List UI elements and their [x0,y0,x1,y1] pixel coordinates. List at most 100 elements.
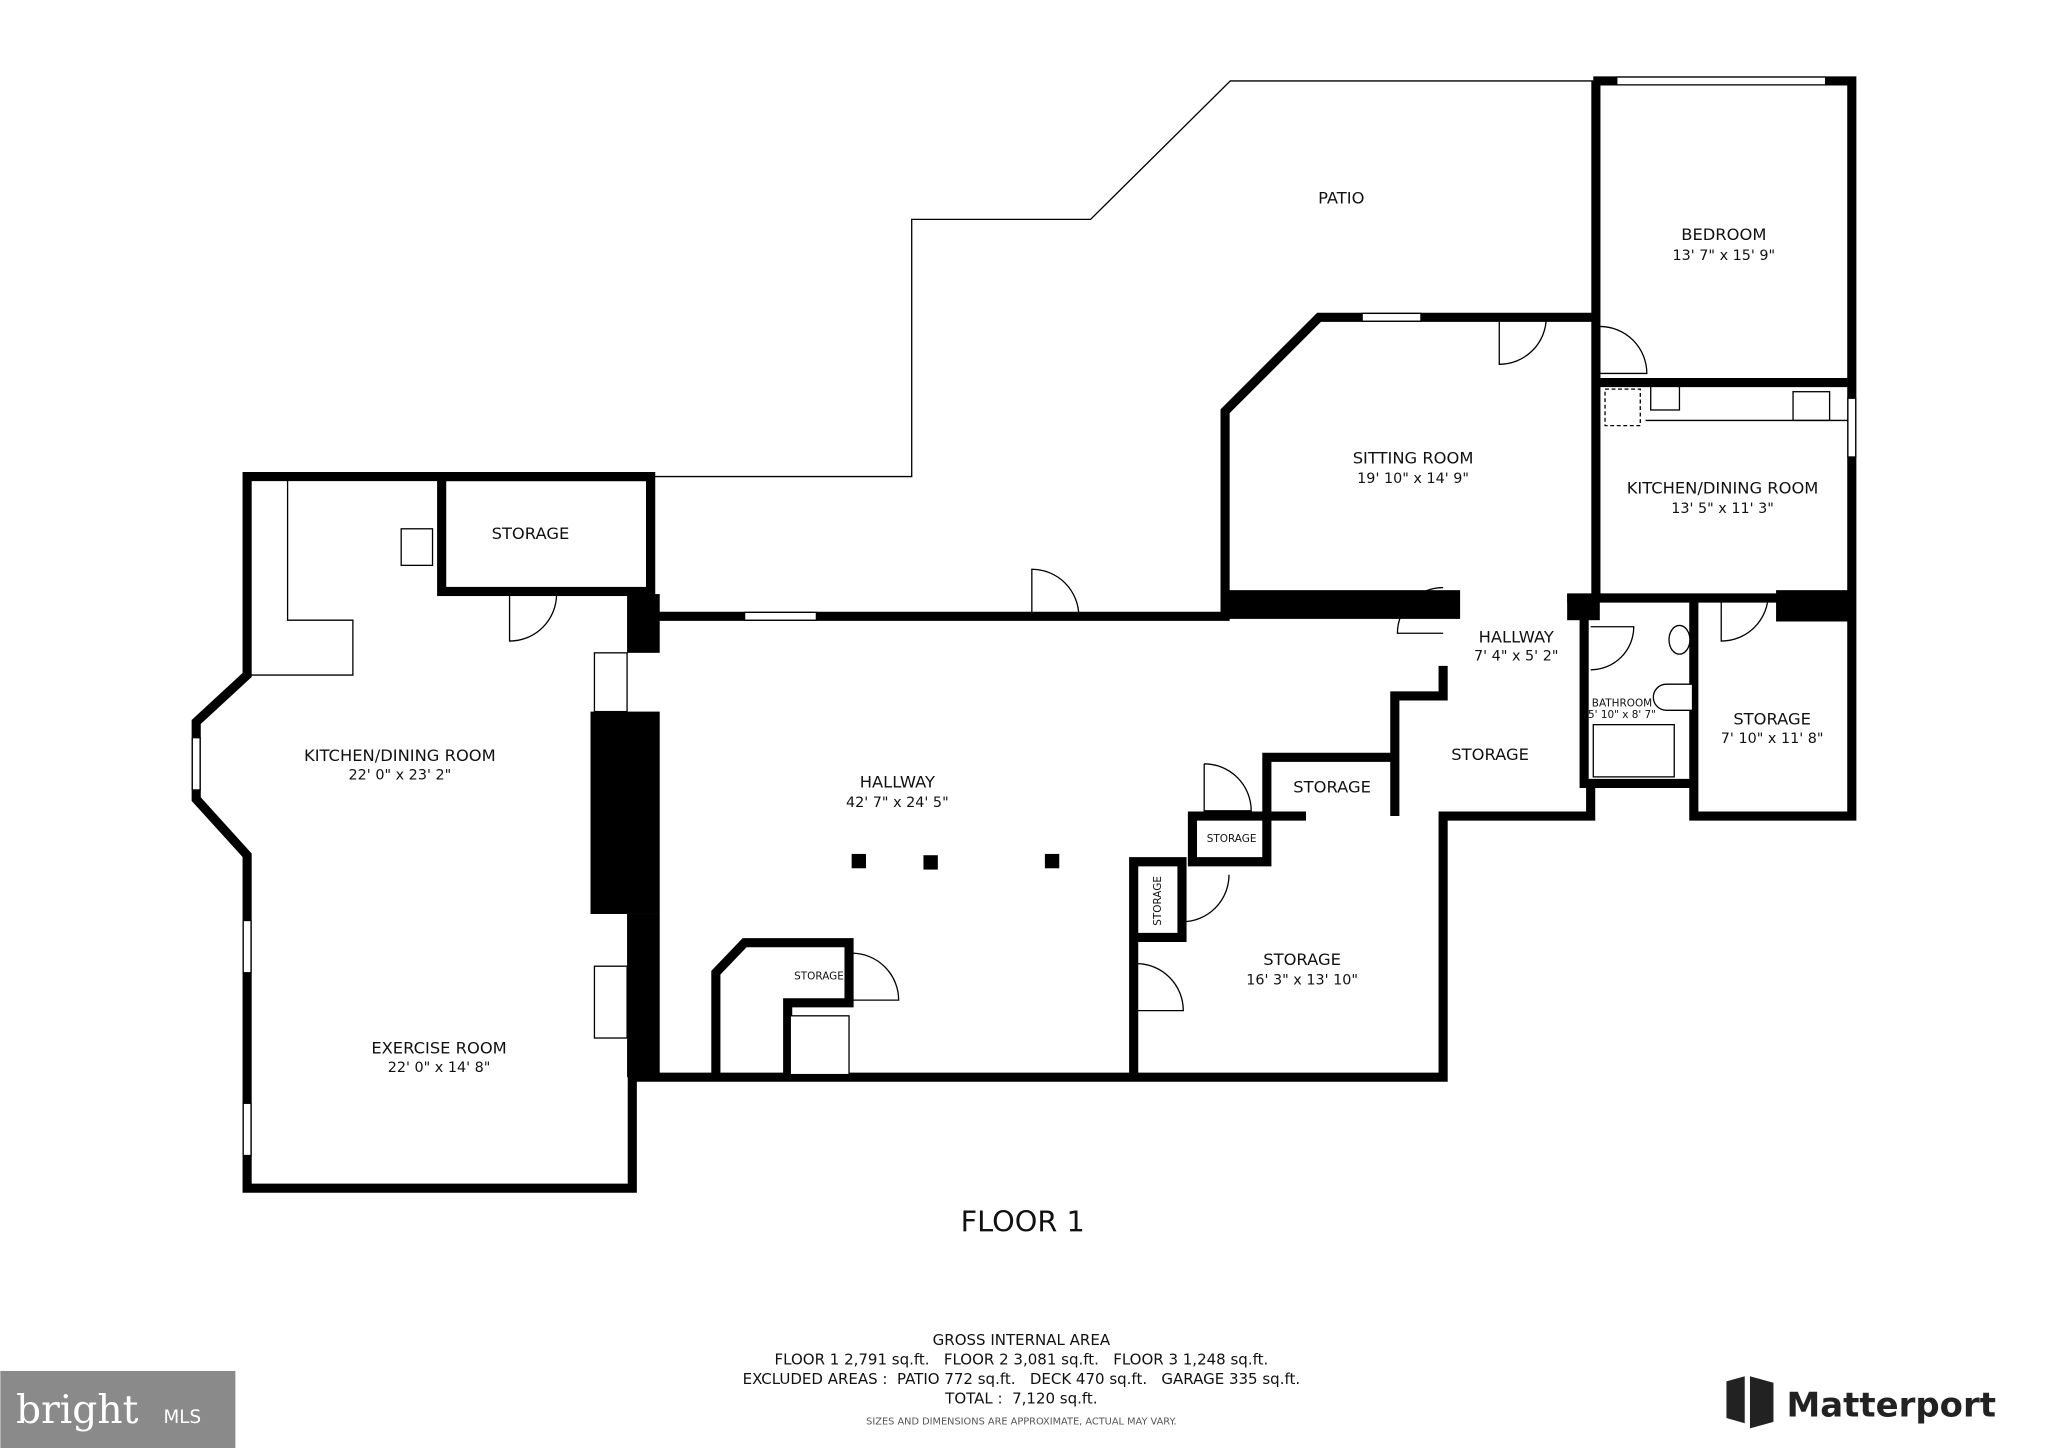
steps-icon [593,965,628,1039]
svg-text:22' 0" x 14' 8": 22' 0" x 14' 8" [388,1060,491,1076]
window [1847,397,1857,458]
area-summary: GROSS INTERNAL AREA FLOOR 1 2,791 sq.ft.… [743,1331,1301,1428]
svg-text:STORAGE: STORAGE [1152,876,1164,926]
steps-icon [593,652,628,713]
svg-text:bright: bright [16,1388,139,1433]
bright-mls-logo: bright MLS [0,1370,236,1448]
svg-text:22' 0" x 23' 2": 22' 0" x 23' 2" [349,767,452,783]
window [191,737,201,791]
svg-text:KITCHEN/DINING ROOM: KITCHEN/DINING ROOM [1627,479,1819,498]
svg-text:GROSS INTERNAL AREA: GROSS INTERNAL AREA [933,1331,1111,1349]
svg-text:STORAGE: STORAGE [1293,778,1371,797]
sink-icon [1792,391,1831,422]
window [1361,312,1422,322]
door[interactable] [1135,962,1184,1012]
svg-text:FLOOR 1 2,791 sq.ft. FLOOR 2: FLOOR 1 2,791 sq.ft. FLOOR 2 3,081 sq.ft… [775,1350,1269,1368]
svg-text:7' 4" x 5' 2": 7' 4" x 5' 2" [1474,649,1558,665]
door[interactable] [1203,763,1252,812]
patio-outline [650,80,1594,478]
svg-text:STORAGE: STORAGE [1207,833,1257,845]
svg-text:Matterport: Matterport [1787,1386,1996,1426]
svg-text:KITCHEN/DINING ROOM: KITCHEN/DINING ROOM [304,746,496,765]
column [851,853,867,869]
storage-walls [1262,752,1395,817]
wall-mass [627,594,660,653]
window [743,611,818,621]
room-label-storage: STORAGE [1451,745,1529,764]
room-label-patio: PATIO [1318,189,1364,208]
door[interactable] [1181,874,1230,923]
svg-text:42' 7" x 24' 5": 42' 7" x 24' 5" [846,795,949,811]
window [242,1102,252,1157]
wall-mass [627,913,660,1078]
svg-text:7' 10" x 11' 8": 7' 10" x 11' 8" [1721,731,1824,747]
storage-walls [1129,857,1187,1078]
room-label-kitchen-east: KITCHEN/DINING ROOM 13' 5" x 11' 3" [1627,479,1819,518]
room-label-hallway-small: HALLWAY 7' 4" x 5' 2" [1474,627,1558,664]
window [242,919,252,974]
door[interactable] [850,952,900,1001]
appliance-icon [1604,388,1641,427]
column [923,855,938,870]
storage-walls [1390,665,1448,817]
door[interactable] [508,594,558,642]
room-label-storage: STORAGE [1152,876,1164,926]
door[interactable] [1599,325,1648,375]
room-label-storage-large: STORAGE 16' 3" x 13' 10" [1246,950,1358,989]
room-label-sitting-room: SITTING ROOM 19' 10" x 14' 9" [1353,449,1474,488]
room-label-exercise-room: EXERCISE ROOM 22' 0" x 14' 8" [371,1039,506,1076]
svg-text:STORAGE: STORAGE [492,524,570,543]
sink-icon [400,528,434,567]
svg-text:19' 10" x 14' 9": 19' 10" x 14' 9" [1357,471,1469,487]
svg-text:HALLWAY: HALLWAY [860,772,935,791]
svg-text:13' 7" x 15' 9": 13' 7" x 15' 9" [1673,248,1776,264]
svg-text:STORAGE: STORAGE [1451,745,1529,764]
stairs-icon [789,1015,850,1076]
door[interactable] [1031,568,1080,617]
svg-text:STORAGE: STORAGE [1263,950,1341,969]
svg-text:SIZES AND DIMENSIONS ARE APPRO: SIZES AND DIMENSIONS ARE APPROXIMATE, AC… [866,1416,1176,1427]
shower-icon [1592,724,1675,778]
matterport-logo: Matterport [1726,1376,1996,1429]
svg-text:16' 3" x 13' 10": 16' 3" x 13' 10" [1246,972,1358,988]
counter [251,476,354,676]
room-label-storage: STORAGE [1293,778,1371,797]
room-label-bedroom: BEDROOM 13' 7" x 15' 9" [1673,225,1776,264]
floor-label: FLOOR 1 [961,1204,1085,1238]
room-label-storage-west: STORAGE [492,524,570,543]
room-label-storage-east: STORAGE 7' 10" x 11' 8" [1721,710,1824,747]
svg-text:EXCLUDED AREAS : PATIO 772 sq: EXCLUDED AREAS : PATIO 772 sq.ft. DECK 4… [743,1370,1301,1388]
stove-icon [1650,385,1681,411]
stair-walls [711,938,854,1078]
west-wing-walls [191,472,1596,1193]
room-label-kitchen-west: KITCHEN/DINING ROOM 22' 0" x 23' 2" [304,746,496,783]
storage-room-walls [437,472,656,597]
wall-mass [1225,590,1461,619]
svg-text:HALLWAY: HALLWAY [1479,627,1554,646]
door[interactable] [1396,586,1444,634]
svg-text:BEDROOM: BEDROOM [1681,225,1766,244]
storage-walls [1187,811,1307,867]
sink-icon [1668,624,1691,655]
bathroom-walls [1579,613,1694,788]
svg-text:TOTAL : 7,120 sq.ft.: TOTAL : 7,120 sq.ft. [944,1390,1097,1408]
room-label-storage: STORAGE [794,970,844,982]
svg-text:5' 10" x 8' 7": 5' 10" x 8' 7" [1588,709,1656,721]
svg-text:EXERCISE ROOM: EXERCISE ROOM [371,1039,506,1058]
svg-text:MLS: MLS [164,1407,202,1428]
door[interactable] [1590,626,1635,671]
svg-text:13' 5" x 11' 3": 13' 5" x 11' 3" [1671,501,1774,517]
svg-text:STORAGE: STORAGE [1733,710,1811,729]
svg-text:PATIO: PATIO [1318,189,1364,208]
window [1616,76,1827,86]
fireplace [590,711,660,914]
door[interactable] [1720,594,1769,642]
door[interactable] [1498,317,1547,365]
toilet-icon [1652,683,1694,711]
svg-text:SITTING ROOM: SITTING ROOM [1353,449,1474,468]
svg-text:BATHROOM: BATHROOM [1592,697,1652,709]
room-label-hallway: HALLWAY 42' 7" x 24' 5" [846,772,949,811]
svg-text:STORAGE: STORAGE [794,970,844,982]
